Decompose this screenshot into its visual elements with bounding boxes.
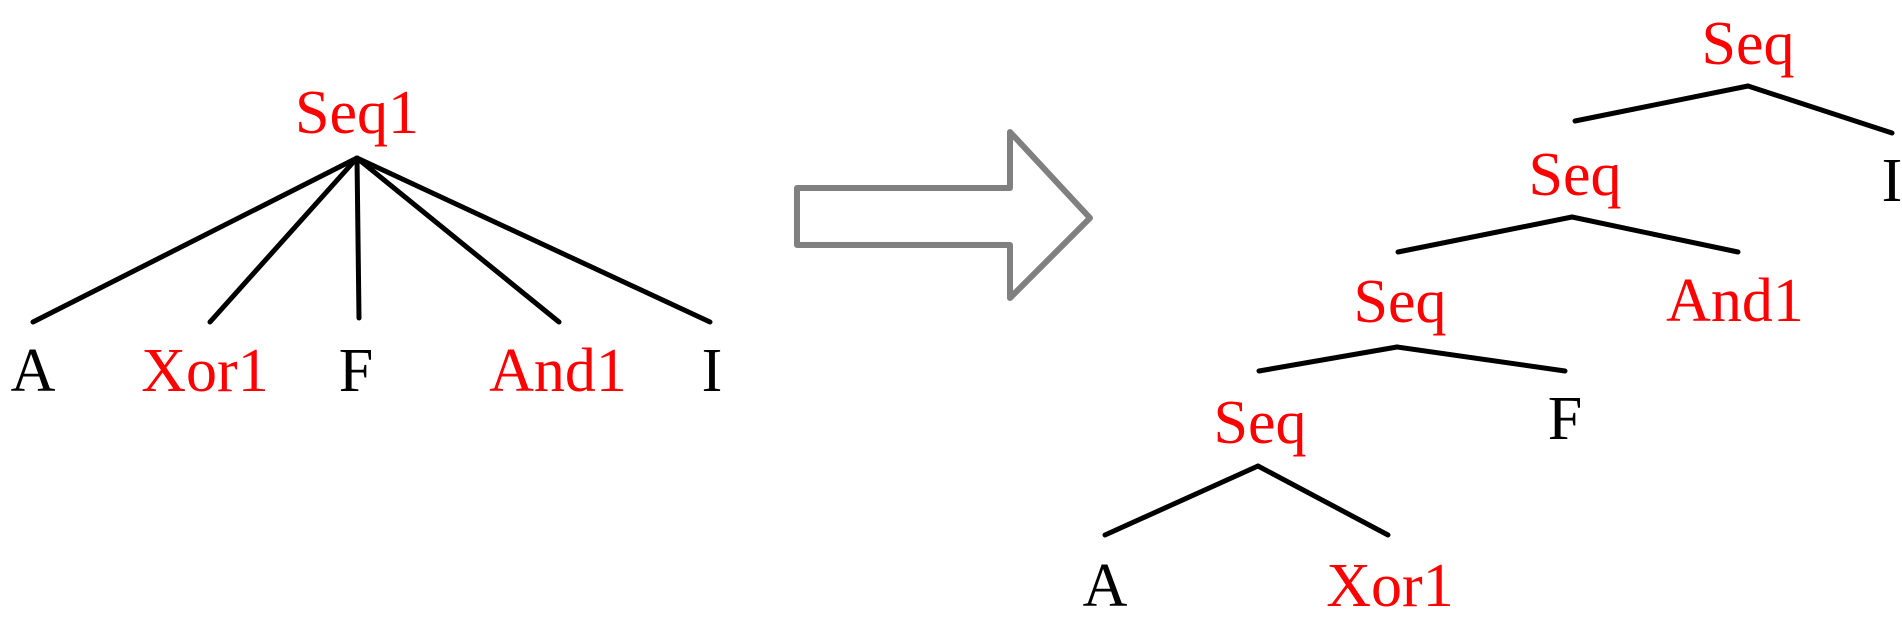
leaf-a-right: A <box>1083 552 1128 617</box>
node-and1: And1 <box>489 337 627 405</box>
right-tree: Seq I Seq And1 Seq F Seq A Xor1 <box>1083 10 1902 617</box>
leaf-a: A <box>11 337 56 405</box>
edge-l2-left <box>1395 214 1575 255</box>
edge-l2-right <box>1569 214 1741 255</box>
edge-l1-right <box>1745 83 1895 136</box>
edge-l3-right <box>1394 344 1568 374</box>
edge-l4-right <box>1255 463 1391 538</box>
edge-seq1-a <box>30 155 360 325</box>
node-seq-level2: Seq <box>1529 141 1622 209</box>
leaf-i-right: I <box>1882 147 1902 215</box>
left-tree: Seq1 A Xor1 F And1 I <box>11 79 723 405</box>
node-seq1: Seq1 <box>295 79 419 147</box>
edge-l3-left <box>1256 344 1400 374</box>
edge-seq1-i <box>354 155 713 325</box>
edge-l4-left <box>1102 463 1261 538</box>
node-seq-level4: Seq <box>1214 389 1307 457</box>
edge-l1-left <box>1572 83 1751 124</box>
node-and1-right: And1 <box>1666 267 1804 335</box>
right-arrow-icon <box>794 129 1093 301</box>
leaf-f-right: F <box>1548 385 1582 453</box>
edge-seq1-xor1 <box>207 155 360 325</box>
node-seq-level1: Seq <box>1702 10 1795 78</box>
node-xor1-right: Xor1 <box>1326 552 1453 617</box>
node-seq-level3: Seq <box>1354 268 1447 336</box>
leaf-i: I <box>702 337 723 405</box>
edge-seq1-and1 <box>354 155 562 325</box>
node-xor1: Xor1 <box>141 337 268 405</box>
leaf-f: F <box>339 337 373 405</box>
edge-seq1-f <box>354 155 362 321</box>
